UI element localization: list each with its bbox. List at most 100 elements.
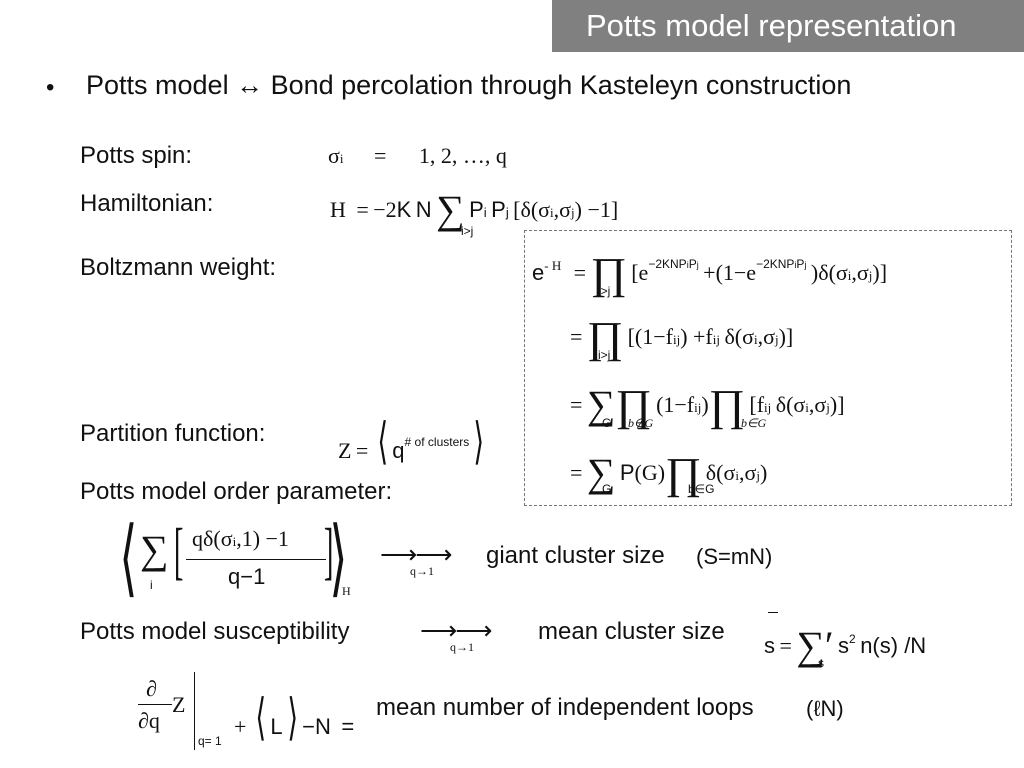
part-langle: ⟨ — [377, 413, 388, 469]
susc-sum: ∑′ — [796, 623, 834, 668]
order-sum-sub: i — [150, 578, 153, 592]
ham-lhs: H — [330, 197, 346, 222]
order-result: giant cluster size — [486, 542, 665, 569]
boltz-l2-ij: ij — [672, 332, 681, 347]
partition-equation: Z = ⟨q# of clusters⟩ — [338, 412, 489, 470]
boltz-l3-e: ,σ — [808, 392, 827, 417]
boltz-sum-3: ∑ — [586, 382, 616, 427]
boltz-l1-d: ,σ — [851, 260, 869, 285]
ham-P2: P — [491, 197, 506, 222]
order-arrow-sub: q→1 — [410, 564, 434, 578]
boltz-sum-sub-4: G — [602, 482, 612, 496]
boltz-l2-b: ) +f — [680, 324, 713, 349]
boltz-sum-4: ∑ — [586, 450, 616, 495]
loops-plus: + — [234, 714, 247, 739]
ham-sub-i2: i — [550, 205, 554, 220]
ham-K: K — [396, 197, 412, 222]
ham-delta: [δ(σ — [513, 197, 551, 222]
loops-langle: ⟨ — [255, 689, 266, 745]
boltz-l3-ij: ij — [694, 400, 702, 415]
boltz-l4-b: (G) — [634, 460, 666, 485]
loops-fraction-line — [138, 704, 172, 705]
order-H-sub: H — [342, 584, 351, 598]
boltz-prod-4: ∏ — [665, 449, 702, 498]
ham-close: ) −1] — [574, 197, 619, 222]
boltz-l4-a: P — [619, 460, 635, 485]
spin-equation: σi = 1, 2, …, q — [328, 143, 507, 169]
order-denominator: q−1 — [228, 564, 266, 589]
order-fraction-line — [186, 559, 326, 560]
hamiltonian-equation: H = −2K N ∑ Pi Pj [δ(σi,σj) −1] — [330, 180, 619, 232]
susc-sbar-line — [768, 612, 778, 613]
boltz-lhs-e: e — [532, 260, 545, 285]
susc-term: s — [838, 633, 850, 658]
boltz-l1-j: j — [868, 268, 873, 283]
boltz-line-1: e- H = ∏ [e−2KNPiPj +(1−e−2KNPiPj )δ(σi,… — [532, 240, 888, 298]
boltz-l1-e: )] — [872, 260, 888, 285]
boltz-eq-2: = — [570, 324, 583, 349]
boltz-l2-d: ,σ — [757, 324, 775, 349]
susc-sum-sub: s — [818, 656, 824, 670]
boltz-l4-j: j — [756, 468, 760, 483]
label-hamiltonian: Hamiltonian: — [80, 190, 214, 217]
loops-dq: ∂q — [138, 708, 160, 733]
boltz-l3-i: i — [805, 400, 809, 415]
ham-sub-i: i — [483, 205, 487, 220]
spin-sigma: σ — [328, 143, 340, 168]
boltz-l2-ij2: ij — [712, 332, 720, 347]
part-q: q — [392, 438, 405, 463]
boltzmann-equation-box — [524, 230, 1012, 506]
boltz-l3-j: j — [826, 400, 830, 415]
susc-eq: = — [779, 633, 792, 658]
ham-sum: ∑ — [436, 187, 465, 232]
boltz-l1-exp: −2KNPiPj — [648, 257, 699, 271]
label-order-parameter: Potts model order parameter: — [80, 478, 393, 505]
boltz-l4-e: ) — [759, 460, 768, 485]
ham-sum-sub: i>j — [461, 224, 474, 238]
loops-eval: q= 1 — [198, 734, 222, 748]
boltz-l1-a: [e — [631, 260, 649, 285]
boltz-eq-4: = — [570, 460, 583, 485]
susc-n: n(s) /N — [860, 633, 927, 658]
loops-L: L — [270, 714, 283, 739]
spin-values: 1, 2, …, q — [418, 143, 507, 168]
ham-coef: −2 — [373, 197, 397, 222]
boltz-prod-sub-1: i>j — [598, 284, 611, 298]
ham-N: N — [415, 197, 432, 222]
order-rangle: ⟩ — [329, 512, 348, 605]
order-arrow: ⟶⟶ — [380, 540, 453, 569]
spin-sub: i — [339, 151, 344, 166]
boltz-prod-3b: ∏ — [708, 381, 745, 430]
part-eq: = — [355, 438, 369, 463]
loops-Z: Z — [172, 692, 186, 717]
boltz-l3-c: [f — [749, 392, 765, 417]
susc-arrow-sub: q→1 — [450, 640, 474, 654]
order-numerator: qδ(σi,1) −1 — [192, 526, 289, 552]
headline: Potts model ↔ Bond percolation through K… — [86, 70, 852, 100]
boltz-prod-2: ∏ — [586, 313, 624, 362]
order-num-sub: i — [232, 534, 237, 549]
ham-sub-j: j — [505, 205, 509, 220]
boltz-l3-d: δ(σ — [775, 392, 806, 417]
order-num-rest: ,1) −1 — [236, 526, 289, 551]
boltz-line-3: = ∑∏ (1−fij)∏ [fij δ(σi,σj)] — [570, 372, 845, 430]
part-exp: # of clusters — [404, 435, 470, 449]
title-bar — [552, 0, 1024, 52]
boltz-l3-b: ) — [701, 392, 709, 417]
boltz-sum-sub-3: G — [602, 416, 612, 430]
order-sum: ∑ — [140, 527, 169, 572]
boltz-l2-i: i — [754, 332, 758, 347]
boltz-l4-d: ,σ — [738, 460, 757, 485]
susc-result: mean cluster size — [538, 618, 725, 645]
part-rangle: ⟩ — [473, 413, 485, 469]
bullet-marker: • — [46, 74, 55, 101]
boltz-prod-3a: ∏ — [615, 381, 652, 430]
boltz-l2-c: δ(σ — [724, 324, 754, 349]
label-susceptibility: Potts model susceptibility — [80, 618, 350, 645]
ham-eq: = — [356, 197, 369, 222]
boltz-eq-3: = — [570, 392, 583, 417]
boltz-prod-sub-3b: b∈G — [741, 416, 767, 430]
boltz-l4-c: δ(σ — [705, 460, 736, 485]
order-num: qδ(σ — [192, 526, 233, 551]
boltz-l2-j: j — [774, 332, 779, 347]
